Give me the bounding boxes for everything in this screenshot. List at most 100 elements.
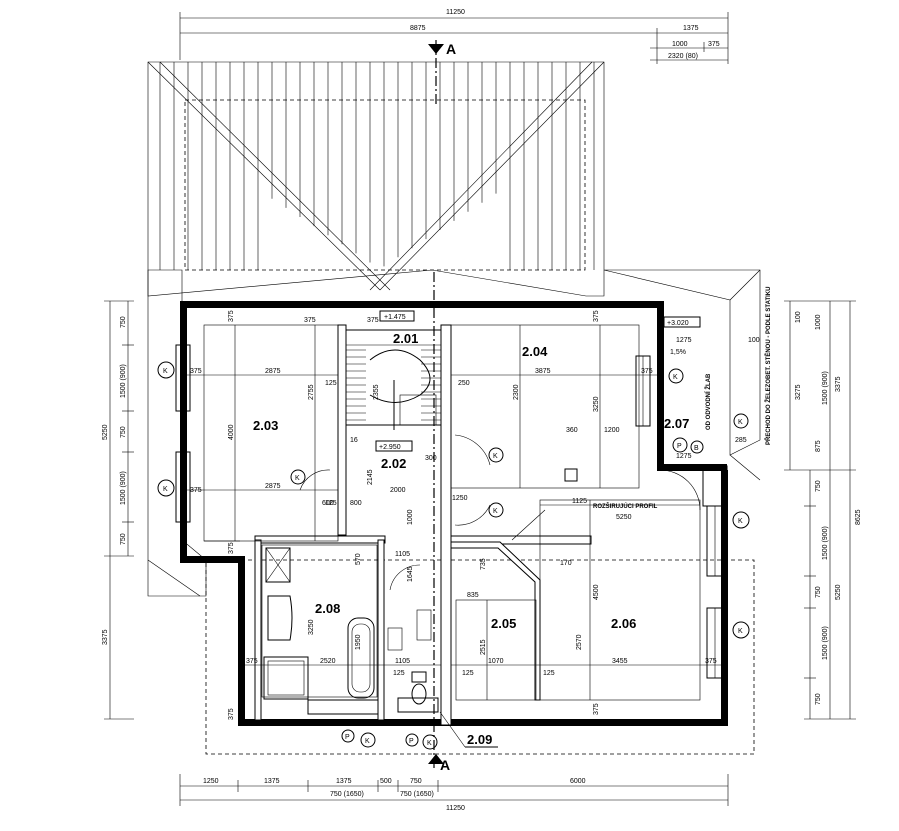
dim-s2355: 2355 [373,384,380,400]
dim-s375-i: 375 [593,703,600,715]
room-label-206: 2.06 [611,616,636,631]
dim-w203: 2875 [265,368,281,375]
dim-top-sub-c: 2320 (80) [668,53,698,60]
marker-k-7 [733,413,749,429]
marker-k-8-label: K [738,518,743,525]
dimension-lines [104,12,856,806]
dim-top-right: 1375 [683,25,699,32]
room-label-201: 2.01 [393,331,418,346]
marker-p-2-label: P [345,734,350,741]
dim-s300: 300 [425,455,437,462]
dim-left-d1: 750 [120,316,127,328]
dim-s2145: 2145 [367,469,374,485]
dim-s735: 735 [480,558,487,570]
dim-right-r9: 1500 (900) [822,626,829,660]
dim-w206: 3455 [612,658,628,665]
level-terrace: +3.020 [667,320,689,327]
staircase [345,329,442,430]
dim-bottom-h: 750 (1650) [400,791,434,798]
dim-s125-d: 125 [543,670,555,677]
note-beam: ROZŠIRUJÚCI PROFIL [593,502,658,510]
marker-k-2-label: K [163,486,168,493]
interior-walls [254,324,592,726]
sink-double [267,595,293,641]
dim-left-total: 5250 [102,424,109,440]
room-label-204: 2.04 [522,344,548,359]
exterior-walls [180,301,728,726]
dim-s1250: 1250 [452,495,468,502]
dim-left-d2: 1500 (900) [120,364,127,398]
dim-right-r3: 3275 [795,384,802,400]
windows [175,344,728,715]
dim-s375-a: 375 [190,368,202,375]
marker-k-7-label: K [738,419,743,426]
marker-k-11 [422,734,438,750]
dim-bottom-f: 6000 [570,778,586,785]
dim-h208: 3250 [308,619,315,635]
washing-machine [265,547,291,583]
dim-s2755: 2755 [308,384,315,400]
room-label-202: 2.02 [381,456,406,471]
dim-bottom-overall: 11250 [446,805,465,812]
marker-p-3 [405,733,419,747]
dim-s1105-b: 1105 [395,551,410,558]
dim-s375-e: 375 [593,310,600,322]
marker-k-8 [732,511,750,529]
dim-s125-e: 125 [393,670,405,677]
marker-k-2 [157,479,175,497]
note-vertical-left: OD ODVODNÍ ŽLAB [704,373,712,430]
marker-k-1 [157,361,175,379]
chimney [564,468,578,482]
dim-left-d5: 750 [120,533,127,545]
dim-bottom-d: 500 [380,778,392,785]
markers: K K K K K K P B K K K K P K P [157,361,750,750]
dim-s1125: 1125 [572,498,587,505]
marker-k-3 [290,469,306,485]
dim-s800: 800 [350,500,362,507]
dim-right-r2: 1000 [815,314,822,330]
dim-s2000: 2000 [390,487,406,494]
dim-right-r6: 750 [815,480,822,492]
dim-bottom-g: 750 (1650) [330,791,364,798]
marker-k-5-label: K [493,508,498,515]
dim-left-d3: 750 [120,426,127,438]
dim-top-overall: 11250 [446,9,465,16]
dim-top-left: 8875 [410,25,426,32]
level-stair: +1.475 [384,314,406,321]
dim-s5250: 5250 [616,514,632,521]
level-corridor: +2.950 [379,444,401,451]
dim-left-d4: 1500 (900) [120,471,127,505]
dim-h206: 4500 [593,584,600,600]
dim-s1000: 1000 [407,509,414,525]
dim-w208: 2520 [320,658,336,665]
dim-s125-a: 125 [325,380,337,387]
dim-s360: 360 [566,427,578,434]
marker-k-10-label: K [365,738,370,745]
dim-right-t1: 3375 [835,376,842,392]
dim-s1105: 1105 [395,658,410,665]
dim-bottom-a: 1250 [203,778,219,785]
dim-s600: 600 [322,500,334,507]
slope-label: 1,5% [670,349,686,356]
dim-h206b: 2570 [576,634,583,650]
doors [299,434,701,591]
dim-s16: 16 [350,437,358,444]
marker-k-10 [360,732,376,748]
marker-k-4-label: K [493,453,498,460]
dim-w204: 3875 [535,368,551,375]
dim-right-r5: 875 [815,440,822,452]
dim-s375-c: 375 [228,310,235,322]
dim-h205: 2515 [480,639,487,655]
dim-bottom-b: 1375 [264,778,280,785]
marker-k-5 [488,502,504,518]
note-vertical-right: PŘECHOD DO ŽELEZOBET. STĚNOU - PODLE STA… [764,287,772,445]
room-label-205: 2.05 [491,616,516,631]
bathtub [347,617,375,699]
marker-k-9-label: K [738,628,743,635]
dim-w203b: 2875 [265,483,281,490]
marker-b-1-label: B [694,445,699,452]
dim-left-lower: 3375 [102,629,109,645]
dim-top-sub-b: 375 [708,41,720,48]
dim-right-r10: 750 [815,693,822,705]
